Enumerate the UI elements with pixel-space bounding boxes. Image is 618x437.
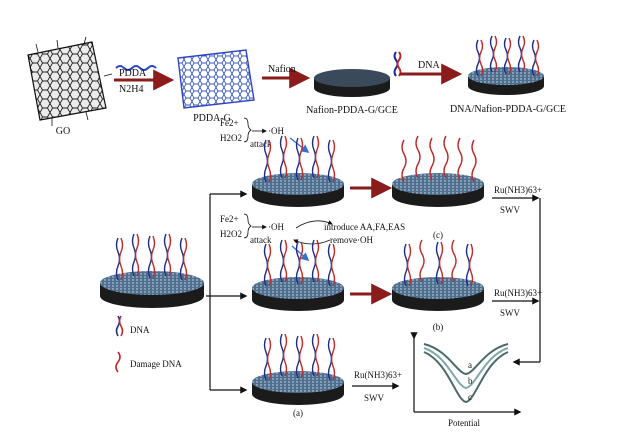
n2h4-arrow-label: N2H4 [119, 84, 143, 95]
electrode-damage-dna-c [392, 135, 484, 207]
nafion-arrow-label: Nafion [268, 64, 296, 75]
fe2-label-upper: Fe2+ [220, 118, 239, 128]
label-a: (a) [293, 408, 303, 418]
peak-a-label: a [468, 360, 472, 370]
pdda-polymer-icon [115, 65, 157, 71]
electrode-damaged-c [252, 135, 344, 207]
legend-damage-label: Damage DNA [130, 359, 182, 369]
remove-oh-label: remove·OH [330, 235, 373, 245]
swv-curve-b [423, 347, 509, 390]
swv-collector-lines [512, 198, 541, 366]
swv-label-b: SWV [500, 308, 521, 318]
potential-label: Potential [448, 418, 480, 428]
electrode-protected-b [252, 239, 344, 311]
label-c: (c) [433, 230, 443, 240]
electrode-source [100, 233, 204, 308]
peak-b-label: b [468, 376, 473, 386]
introduce-label: introduce AA,FA,EAS [324, 222, 405, 232]
ru-label-a: Ru(NH3)63+ [354, 370, 402, 380]
branch-connector [206, 190, 248, 394]
swv-curve-c [423, 351, 509, 404]
h2o2-label-upper: H2O2 [220, 133, 242, 143]
swv-plot: a b c Potential [410, 332, 522, 428]
pdda-arrow-label: PDDA [119, 68, 147, 79]
fe2-label-middle: Fe2+ [220, 214, 239, 224]
electrode-partial-damage-b [392, 239, 484, 311]
oh-label-upper: ·OH [268, 126, 284, 136]
dna-arrow-label: DNA [418, 60, 440, 71]
electrode-intact-a [252, 333, 344, 405]
swv-label-c: SWV [500, 205, 521, 215]
nafion-electrode [314, 69, 390, 97]
legend: DNA Damage DNA [115, 315, 182, 373]
pdda-g-label: PDDA-G [193, 113, 231, 124]
oh-label-middle: ·OH [268, 222, 284, 232]
attack-label-upper: attack [250, 139, 272, 149]
ru-label-c: Ru(NH3)63+ [494, 185, 542, 195]
go-label: GO [56, 126, 70, 137]
fenton-reagent-middle: Fe2+ H2O2 ·OH attack introduce AA,FA,EAS… [220, 213, 405, 262]
dna-nafion-label: DNA/Nafion-PDDA-G/GCE [450, 104, 566, 115]
legend-dna-label: DNA [130, 325, 150, 335]
pdda-g-sheet [177, 49, 255, 109]
peak-c-label: c [468, 392, 472, 402]
dna-modified-electrode-top [468, 35, 544, 95]
nafion-pdda-g-label: Nafion-PDDA-G/GCE [306, 105, 398, 116]
h2o2-label-middle: H2O2 [220, 229, 242, 239]
swv-label-a: SWV [364, 393, 385, 403]
swv-curve-a [423, 343, 509, 376]
attack-label-middle: attack [250, 235, 272, 245]
ru-label-b: Ru(NH3)63+ [494, 288, 542, 298]
label-b: (b) [433, 322, 444, 332]
fenton-reagent-upper: Fe2+ H2O2 ·OH attack [220, 117, 310, 154]
go-sheet [27, 36, 113, 126]
